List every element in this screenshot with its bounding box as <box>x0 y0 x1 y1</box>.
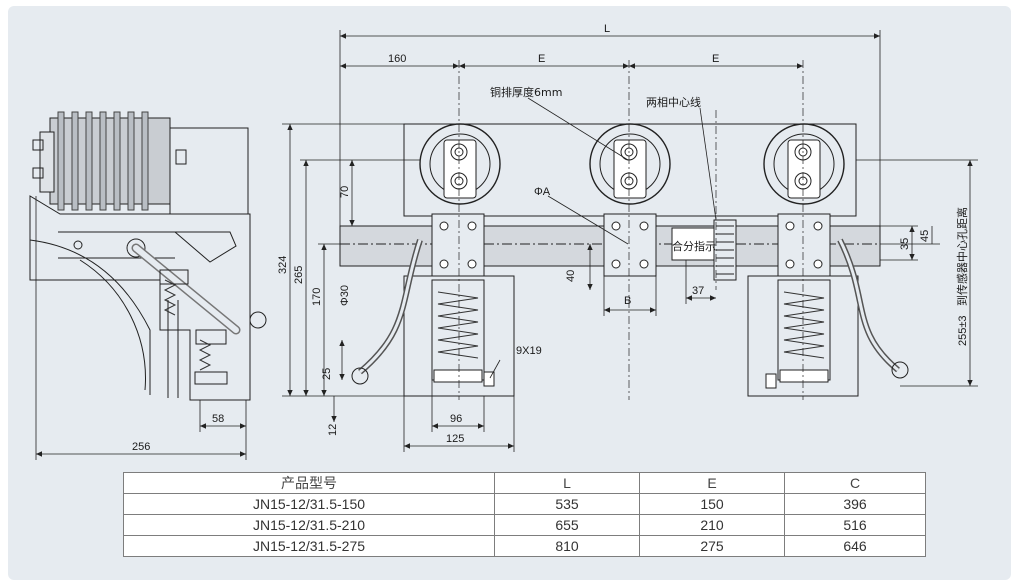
table-header-row: 产品型号 L E C <box>123 472 926 494</box>
dim-phiA: ΦA <box>534 186 551 198</box>
dim-125: 125 <box>446 433 464 445</box>
dim-324: 324 <box>277 256 289 274</box>
dim-25: 25 <box>321 368 333 380</box>
dim-L: L <box>604 23 610 35</box>
dim-sensor-distance: 255±3 到传感器中心孔距离 <box>955 207 969 346</box>
front-view <box>339 60 909 400</box>
col-C: C <box>784 472 926 494</box>
cell-model: JN15-12/31.5-210 <box>123 514 495 536</box>
cell-C: 516 <box>784 514 926 536</box>
label-copper-thickness: 铜排厚度6mm <box>490 85 562 99</box>
dim-70: 70 <box>339 186 351 198</box>
dim-40: 40 <box>565 270 577 282</box>
dim-58: 58 <box>212 413 224 425</box>
col-L: L <box>494 472 640 494</box>
cell-L: 810 <box>494 535 640 557</box>
label-phase-center: 两相中心线 <box>646 95 701 109</box>
dim-170: 170 <box>311 288 323 306</box>
dim-slot: 9X19 <box>516 345 542 357</box>
cell-L: 535 <box>494 493 640 515</box>
cell-E: 210 <box>639 514 785 536</box>
side-view <box>29 111 267 401</box>
dim-12: 12 <box>327 424 339 436</box>
table-row: JN15-12/31.5-150 535 150 396 <box>123 493 926 515</box>
cell-L: 655 <box>494 514 640 536</box>
dim-96: 96 <box>450 413 462 425</box>
col-model: 产品型号 <box>123 472 495 494</box>
label-indicator: 合分指示 <box>672 239 716 253</box>
col-E: E <box>639 472 785 494</box>
dim-160: 160 <box>388 53 406 65</box>
cell-C: 396 <box>784 493 926 515</box>
table-row: JN15-12/31.5-275 810 275 646 <box>123 535 926 557</box>
dim-255: 255±3 <box>957 315 969 346</box>
cell-E: 150 <box>639 493 785 515</box>
dim-265: 265 <box>293 266 305 284</box>
table-row: JN15-12/31.5-210 655 210 516 <box>123 514 926 536</box>
dim-E1: E <box>538 53 545 65</box>
label-sensor-note: 到传感器中心孔距离 <box>955 207 969 306</box>
cell-model: JN15-12/31.5-150 <box>123 493 495 515</box>
dim-phi30: Φ30 <box>339 285 351 306</box>
spec-table: 产品型号 L E C JN15-12/31.5-150 535 150 396 … <box>123 472 926 557</box>
dim-37: 37 <box>692 285 704 297</box>
cell-model: JN15-12/31.5-275 <box>123 535 495 557</box>
dim-E2: E <box>712 53 719 65</box>
dim-B: B <box>624 295 631 307</box>
dim-45: 45 <box>919 230 931 242</box>
insulator-body <box>49 117 171 205</box>
cell-C: 646 <box>784 535 926 557</box>
cell-E: 275 <box>639 535 785 557</box>
dim-256: 256 <box>132 441 150 453</box>
dim-35: 35 <box>899 238 911 250</box>
